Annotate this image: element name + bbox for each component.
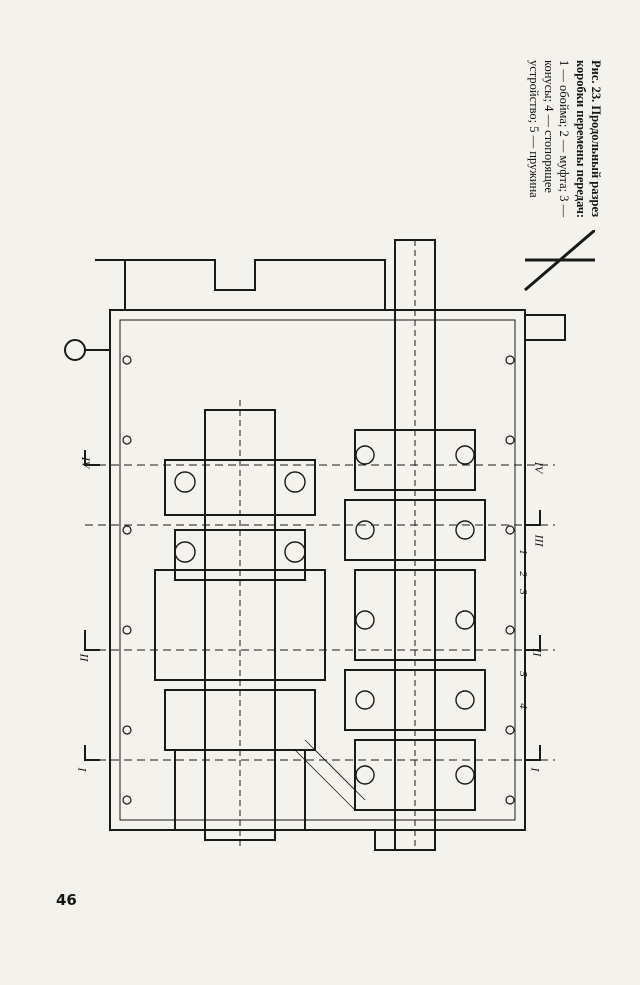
page-number: 46 <box>56 891 77 909</box>
gearbox-section-drawing <box>64 230 595 851</box>
part-number-1: 1 <box>516 549 529 555</box>
figure-caption: Рис. 23. Продольный разрез коробки перем… <box>428 60 603 240</box>
part-number-5: 5 <box>516 671 529 677</box>
section-label-right-ii: II <box>530 648 545 657</box>
part-number-3: 3 <box>516 589 529 595</box>
section-label-left-i: I <box>75 767 90 772</box>
caption-title: Рис. 23. Продольный разрез коробки перем… <box>574 60 603 219</box>
caption-legend: 1 — обойма; 2 — муфта; 3 — конусы; 4 — с… <box>527 60 571 218</box>
section-label-right-iii: III <box>532 534 547 547</box>
section-label-right-iv: IV <box>532 461 547 474</box>
section-label-right-i: I <box>528 767 543 772</box>
part-number-2: 2 <box>516 571 529 577</box>
part-number-4: 4 <box>516 703 529 709</box>
section-label-left-iv: IV <box>79 456 94 469</box>
section-label-left-ii: II <box>77 653 92 662</box>
